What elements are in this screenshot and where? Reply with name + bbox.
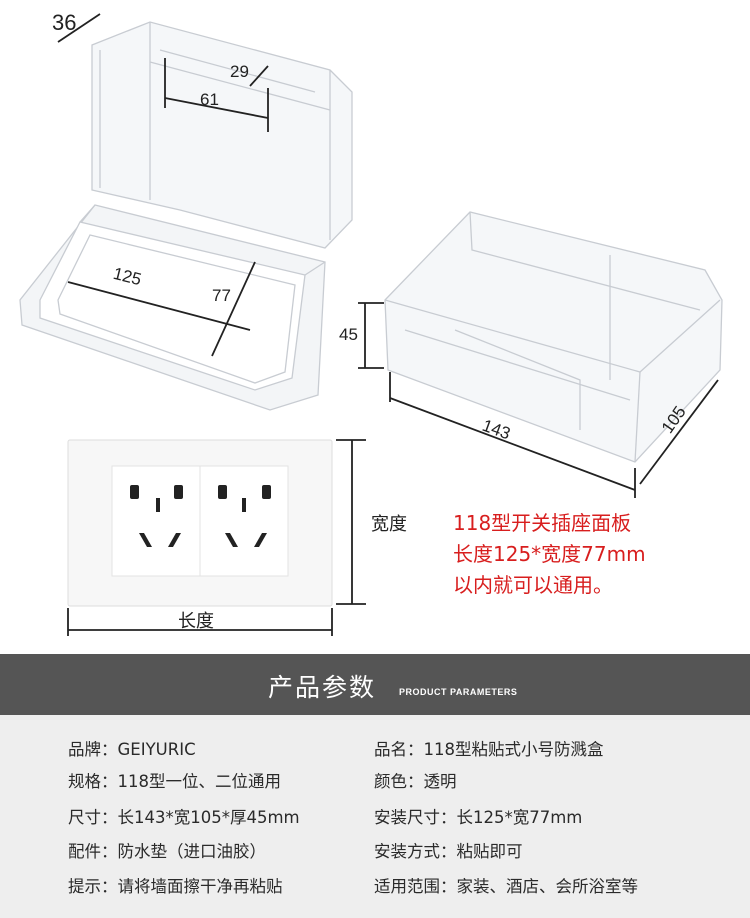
param-key: 规格： bbox=[68, 772, 118, 791]
param-value: 请将墙面擦干净再粘贴 bbox=[117, 877, 283, 896]
param-value: 118型粘贴式小号防溅盒 bbox=[423, 740, 604, 759]
param-key: 安装方式： bbox=[374, 842, 457, 861]
param-key: 提示： bbox=[68, 877, 118, 896]
param-row: 安装尺寸：长125*宽77mm bbox=[374, 804, 582, 828]
panel-length-label: 长度 bbox=[178, 611, 214, 632]
note-line-3: 以内就可以通用。 bbox=[453, 573, 613, 597]
param-key: 品牌： bbox=[68, 740, 118, 759]
param-key: 适用范围： bbox=[374, 877, 457, 896]
param-value: GEIYURIC bbox=[117, 740, 196, 759]
dim-open-depth: 36 bbox=[52, 10, 77, 35]
note-line-2: 长度125*宽度77mm bbox=[453, 542, 646, 566]
param-value: 防水垫（进口油胶） bbox=[117, 842, 267, 861]
param-key: 尺寸： bbox=[68, 808, 118, 827]
dim-cutout-height: 29 bbox=[230, 62, 249, 81]
params-header-band bbox=[0, 654, 750, 715]
param-key: 配件： bbox=[68, 842, 118, 861]
panel-width-label: 宽度 bbox=[371, 514, 407, 535]
param-value: 透明 bbox=[423, 772, 457, 791]
param-row: 适用范围：家装、酒店、会所浴室等 bbox=[374, 873, 638, 897]
params-table bbox=[0, 715, 750, 918]
param-row: 颜色：透明 bbox=[374, 768, 457, 792]
socket-panel-image bbox=[67, 439, 333, 607]
param-row: 提示：请将墙面擦干净再粘贴 bbox=[68, 873, 283, 897]
compatibility-note: 118型开关插座面板 长度125*宽度77mm 以内就可以通用。 bbox=[453, 508, 646, 601]
param-value: 粘贴即可 bbox=[456, 842, 523, 861]
param-key: 颜色： bbox=[374, 772, 424, 791]
param-value: 长143*宽105*厚45mm bbox=[117, 808, 300, 827]
closed-box-image bbox=[384, 211, 723, 463]
param-row: 规格：118型一位、二位通用 bbox=[68, 768, 281, 792]
param-row: 配件：防水垫（进口油胶） bbox=[68, 838, 266, 862]
product-illustrations bbox=[19, 13, 723, 636]
closed-box-dimension-lines bbox=[358, 302, 719, 498]
param-key: 品名： bbox=[374, 740, 424, 759]
param-row: 尺寸：长143*宽105*厚45mm bbox=[68, 804, 300, 828]
socket-dimension-lines bbox=[67, 439, 366, 636]
dim-inner-width: 77 bbox=[212, 286, 231, 305]
param-row: 安装方式：粘贴即可 bbox=[374, 838, 523, 862]
param-key: 安装尺寸： bbox=[374, 808, 457, 827]
param-value: 家装、酒店、会所浴室等 bbox=[456, 877, 639, 896]
param-value: 118型一位、二位通用 bbox=[117, 772, 282, 791]
open-box-dimension-lines bbox=[57, 13, 269, 357]
note-line-1: 118型开关插座面板 bbox=[453, 511, 632, 535]
dim-cutout-width: 61 bbox=[200, 90, 219, 109]
param-row: 品名：118型粘贴式小号防溅盒 bbox=[374, 736, 604, 760]
open-box-image bbox=[19, 21, 353, 411]
params-subtitle: PRODUCT PARAMETERS bbox=[399, 687, 518, 697]
param-row: 品牌：GEIYURIC bbox=[68, 736, 196, 760]
param-value: 长125*宽77mm bbox=[456, 808, 583, 827]
params-title: 产品参数 bbox=[268, 673, 377, 702]
dim-closed-height: 45 bbox=[339, 325, 358, 344]
